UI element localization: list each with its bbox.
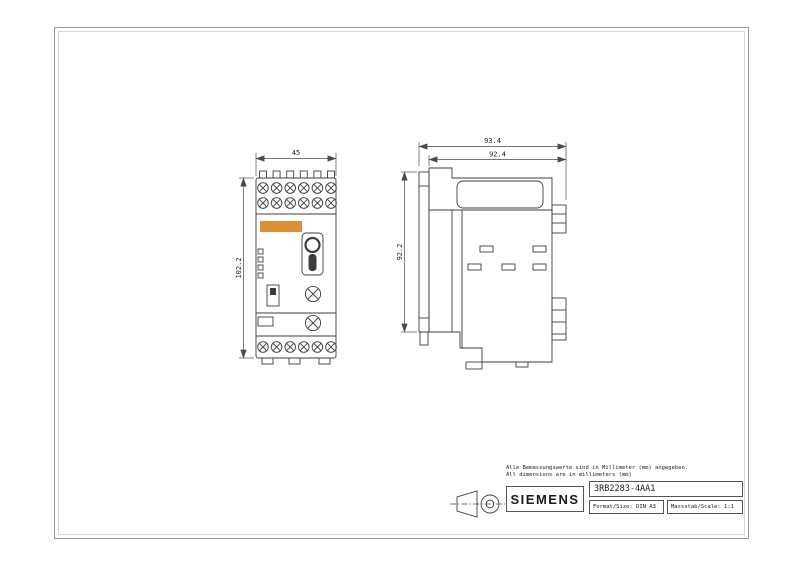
terminal-screw-icon xyxy=(325,197,337,209)
first-angle-projection-icon xyxy=(450,490,505,518)
terminal-screw-icon xyxy=(270,341,283,353)
dimension-note: Alle Bemassungswerte sind in Millimeter … xyxy=(506,465,751,478)
side-top-cover xyxy=(456,180,544,209)
front-top-terminal-screws-row1 xyxy=(257,182,337,194)
terminal-screw-icon xyxy=(284,341,296,353)
side-bottom-feet xyxy=(465,361,529,370)
terminal-screw-icon xyxy=(311,182,324,194)
side-vent-slots xyxy=(467,245,547,271)
terminal-screw-icon xyxy=(325,182,337,194)
front-bottom-terminal-screws xyxy=(257,341,337,353)
front-bottom-tabs xyxy=(261,357,331,365)
terminal-screw-icon xyxy=(270,182,283,194)
side-din-rail-plate xyxy=(418,171,430,346)
sheet-border-outer xyxy=(54,27,749,539)
side-upper-terminal-block xyxy=(551,204,567,234)
side-height-dimension-label: 92.2 xyxy=(396,244,404,261)
terminal-screw-icon xyxy=(257,182,269,194)
terminal-screw-icon xyxy=(298,182,310,194)
terminal-screw-icon xyxy=(325,341,337,353)
dimension-note-de: Alle Bemassungswerte sind in Millimeter … xyxy=(506,465,689,471)
side-depth-body-dimension-label: 92.4 xyxy=(489,151,506,159)
front-height-dimension-label: 102.2 xyxy=(235,257,243,278)
front-reset-knob xyxy=(301,232,324,276)
front-slide-switch xyxy=(266,284,280,307)
front-top-terminal-openings xyxy=(259,170,335,179)
terminal-screw-icon xyxy=(298,197,310,209)
siemens-logo: SIEMENS xyxy=(506,486,584,512)
brand-label-area xyxy=(260,221,302,232)
front-led-indicators xyxy=(257,248,264,279)
side-depth-total-dimension-label: 93.4 xyxy=(484,137,501,145)
front-width-dimension-label: 45 xyxy=(292,149,300,157)
terminal-screw-icon xyxy=(298,341,310,353)
front-dimensions: 45 102.2 xyxy=(235,149,337,359)
terminal-screw-icon xyxy=(284,197,296,209)
scale-cell: Massstab/Scale: 1:1 xyxy=(667,500,743,514)
front-top-terminal-screws-row2 xyxy=(257,197,337,209)
front-marking-window xyxy=(257,316,274,327)
terminal-screw-icon xyxy=(257,197,269,209)
front-stop-button-screw-icon xyxy=(304,314,322,332)
side-body-outline xyxy=(428,167,553,363)
front-test-button-screw-icon xyxy=(304,285,322,303)
side-lower-terminal-block xyxy=(551,297,567,341)
side-view xyxy=(418,167,567,370)
front-view xyxy=(255,170,337,365)
part-number-cell: 3RB2283-4AA1 xyxy=(589,481,743,497)
terminal-screw-icon xyxy=(270,197,283,209)
terminal-screw-icon xyxy=(257,341,269,353)
terminal-screw-icon xyxy=(311,341,324,353)
format-cell: Format/Size: DIN A3 xyxy=(589,500,664,514)
sheet-border-inner xyxy=(58,31,745,535)
side-dimensions: 93.4 92.4 92.2 xyxy=(396,137,567,333)
dimension-note-en: All dimensions are in millimeters (mm) xyxy=(506,471,632,478)
terminal-screw-icon xyxy=(284,182,296,194)
terminal-screw-icon xyxy=(311,197,324,209)
